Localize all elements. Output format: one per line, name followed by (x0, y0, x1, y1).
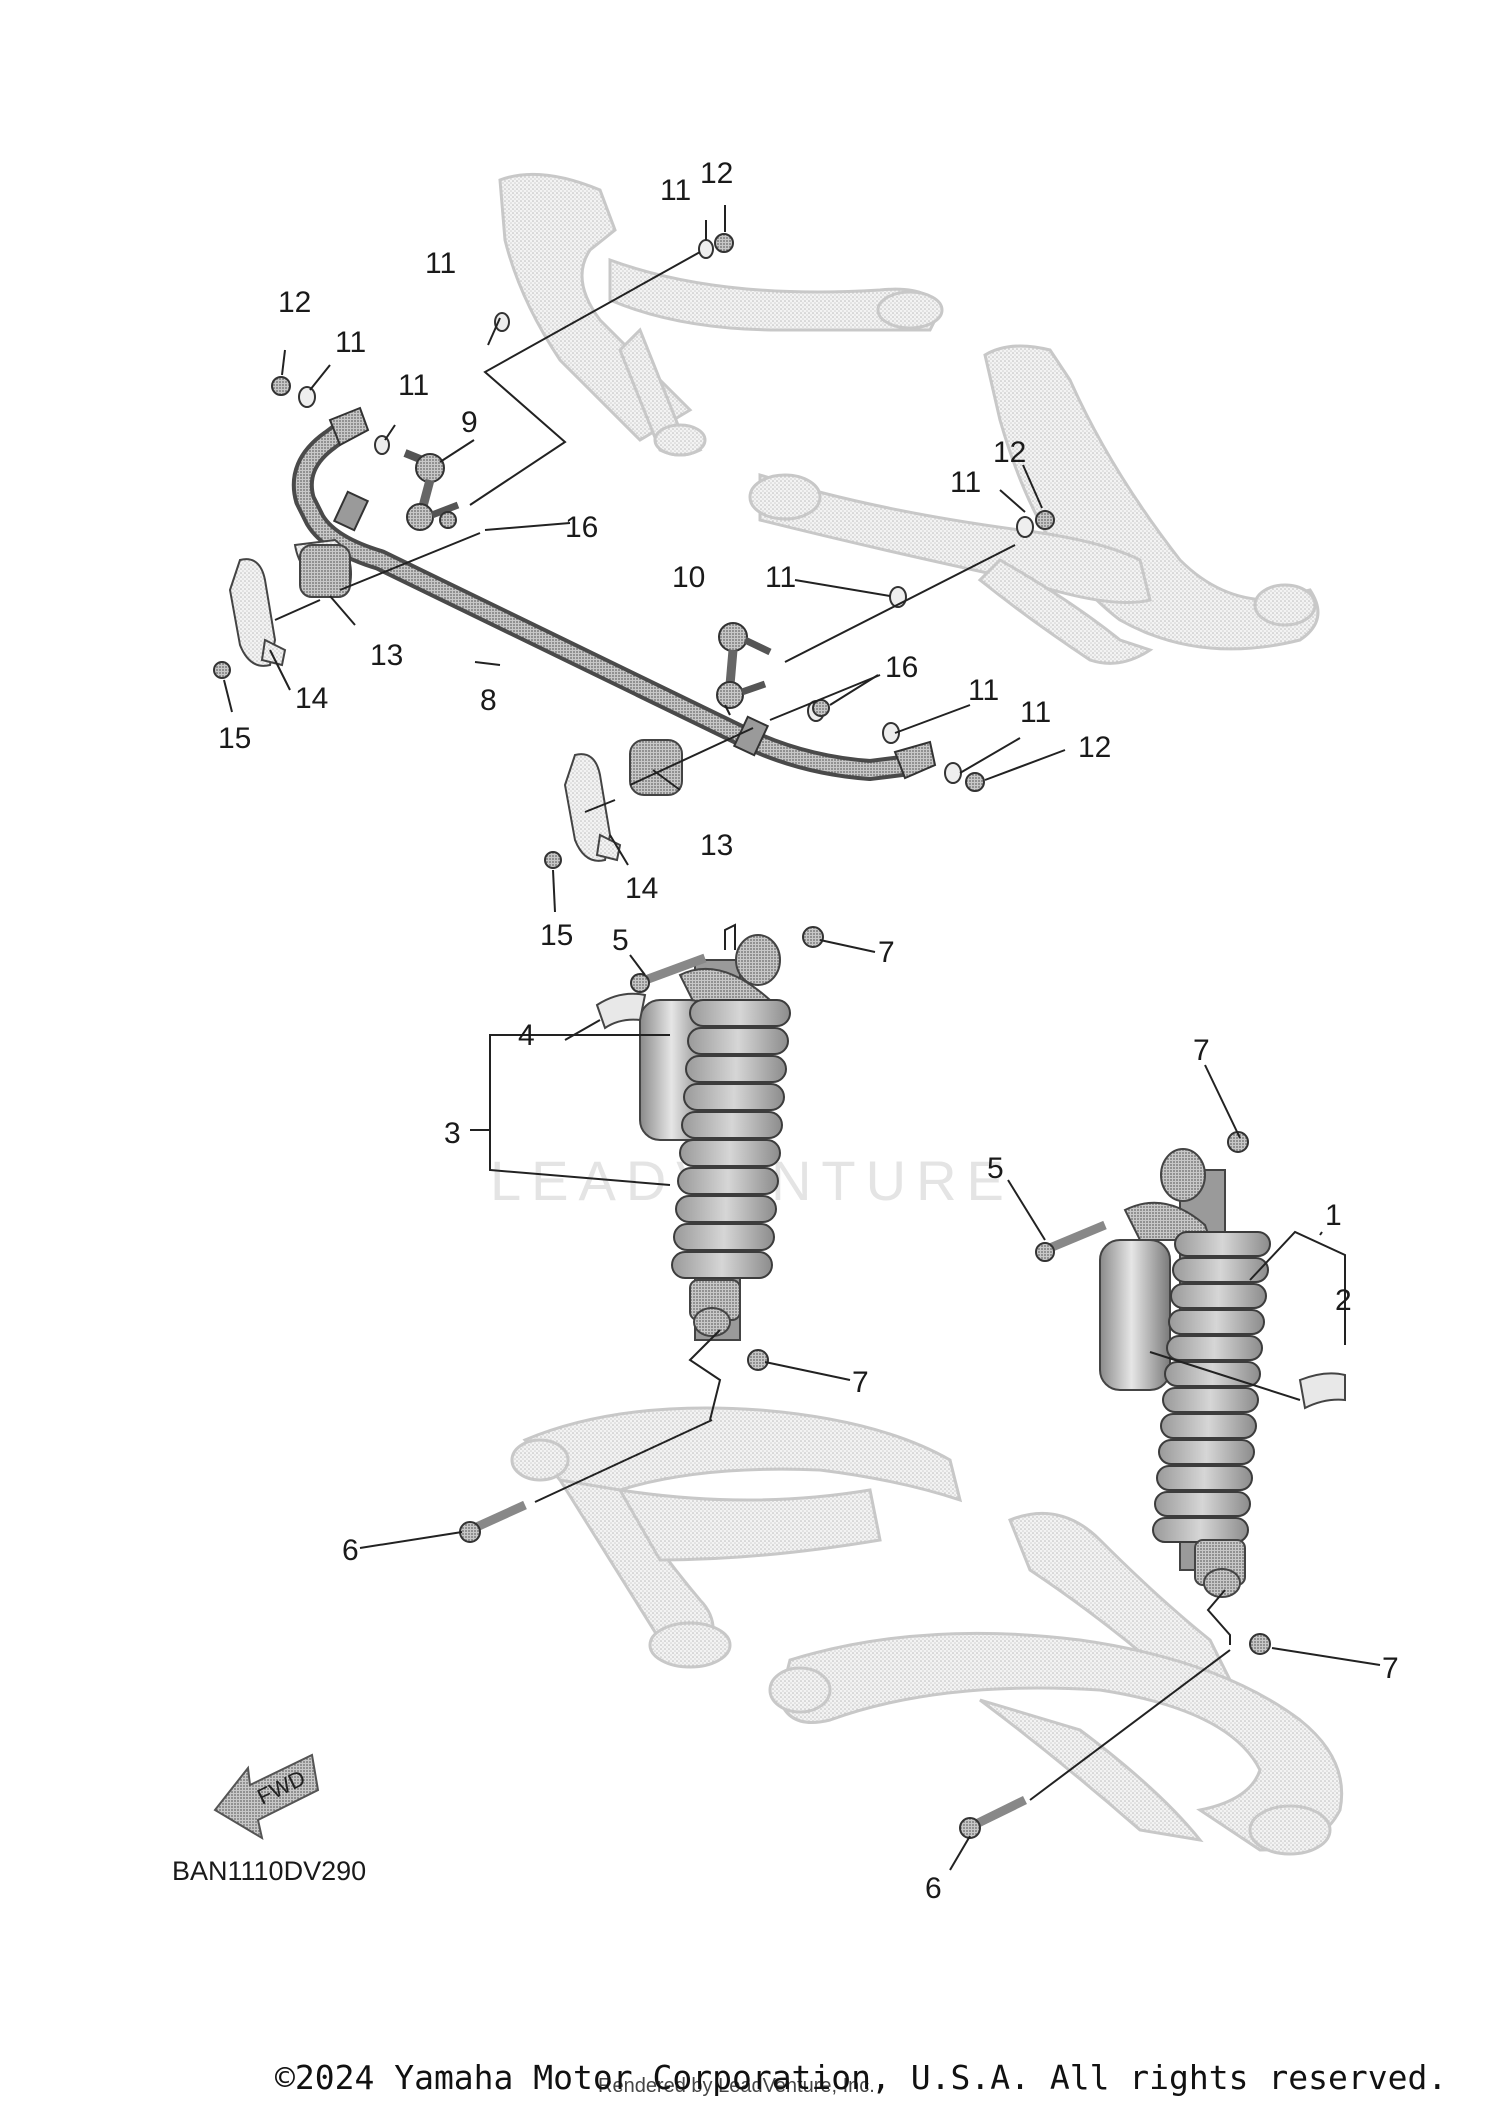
holder-14-left (228, 558, 287, 667)
callout-c7b: 7 (1193, 1034, 1210, 1067)
upper-rear-arm-ghost-right (748, 344, 1320, 665)
callout-c15b: 15 (540, 919, 573, 952)
copyright-notice: ©2024 Yamaha Motor Corporation, U.S.A. A… (275, 2058, 1448, 2097)
callout-c14b: 14 (625, 872, 658, 905)
lower-rear-arm-ghost-right (768, 1511, 1344, 1856)
callout-c11a: 11 (660, 174, 691, 207)
callout-c11e: 11 (950, 466, 981, 499)
callout-c11c: 11 (335, 326, 366, 359)
callout-c12d: 12 (1078, 731, 1111, 764)
shock-spring-3 (671, 999, 791, 1279)
callout-c10: 10 (672, 561, 705, 594)
callout-c2: 2 (1335, 1284, 1352, 1317)
shock-absorber-1 (1099, 1148, 1346, 1598)
callout-c11d: 11 (398, 369, 429, 402)
callout-c12a: 12 (700, 157, 733, 190)
callout-c16a: 16 (565, 511, 598, 544)
callout-c11g: 11 (968, 674, 999, 707)
leader-lines (223, 205, 1381, 1871)
callout-c9: 9 (461, 406, 478, 439)
callout-c4: 4 (518, 1019, 535, 1052)
callout-c7a: 7 (878, 936, 895, 969)
callout-c7c: 7 (852, 1366, 869, 1399)
callout-c5b: 5 (987, 1152, 1004, 1185)
lower-rear-arm-ghost-left (510, 1406, 963, 1669)
callout-c8: 8 (480, 684, 497, 717)
holder-14-right (563, 753, 622, 862)
callout-c16b: 16 (885, 651, 918, 684)
callout-c13a: 13 (370, 639, 403, 672)
callout-c13b: 13 (700, 829, 733, 862)
shock-absorber-3 (595, 934, 791, 1341)
rendered-by-note: Rendered by LeadVenture, Inc. (598, 2075, 875, 2097)
callout-c15a: 15 (218, 722, 251, 755)
stabilizer-link-9 (403, 449, 460, 531)
callout-c12c: 12 (993, 436, 1026, 469)
callout-c14a: 14 (295, 682, 328, 715)
callout-c11f: 11 (765, 561, 796, 594)
hardware (213, 233, 1055, 869)
callout-c11h: 11 (1020, 696, 1051, 729)
fwd-arrow: FWD (213, 1753, 320, 1841)
stabilizer-link-10 (716, 622, 772, 709)
callout-c6a: 6 (342, 1534, 359, 1567)
callout-c6b: 6 (925, 1872, 942, 1905)
shock-spring-1 (1152, 1231, 1271, 1543)
callout-c7d: 7 (1382, 1652, 1399, 1685)
diagram-code: BAN1110DV290 (172, 1856, 366, 1886)
mount-bolts (459, 926, 1271, 1839)
bushing-13-left (293, 538, 352, 598)
upper-rear-arm-ghost-left (498, 172, 944, 457)
callout-c1: 1 (1325, 1199, 1342, 1232)
callout-c12b: 12 (278, 286, 311, 319)
callout-c5a: 5 (612, 924, 629, 957)
stabilizer-bar (291, 406, 937, 781)
callout-c3: 3 (444, 1117, 461, 1150)
callout-c11b: 11 (425, 247, 456, 280)
